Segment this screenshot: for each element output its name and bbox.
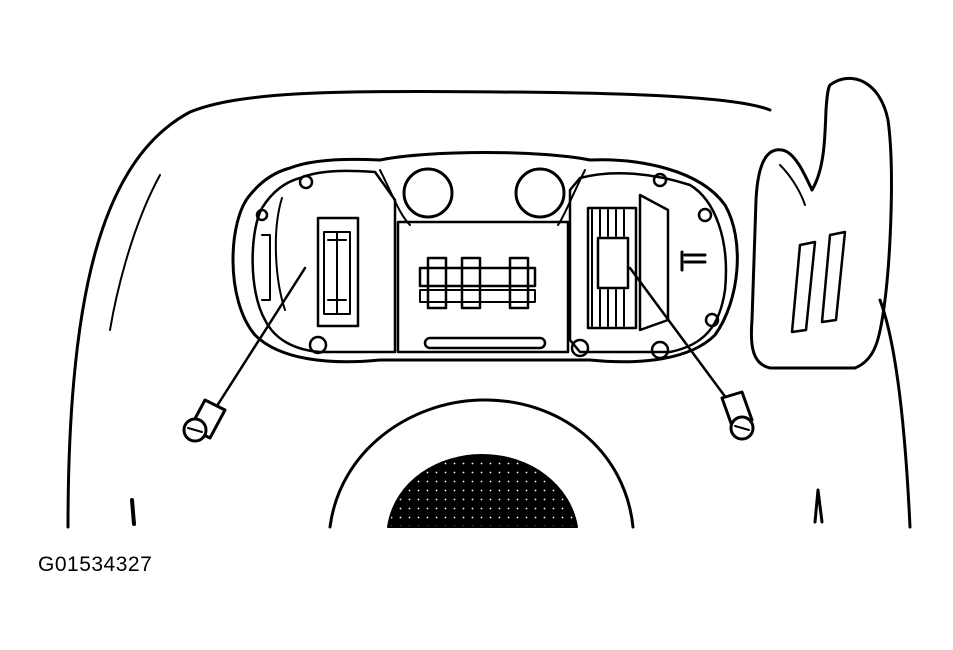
headliner-tick-left — [130, 498, 136, 526]
right-screw — [628, 266, 755, 441]
sun-visor — [749, 76, 893, 370]
speaker-grille — [328, 398, 635, 529]
headliner-tick-right — [813, 488, 824, 524]
headliner-inner-curve-left — [109, 174, 161, 331]
figure-id-label: G01534327 — [38, 553, 153, 576]
left-screw — [182, 266, 307, 443]
headliner-outline — [66, 89, 912, 529]
dome-lamp-housing — [231, 151, 739, 364]
